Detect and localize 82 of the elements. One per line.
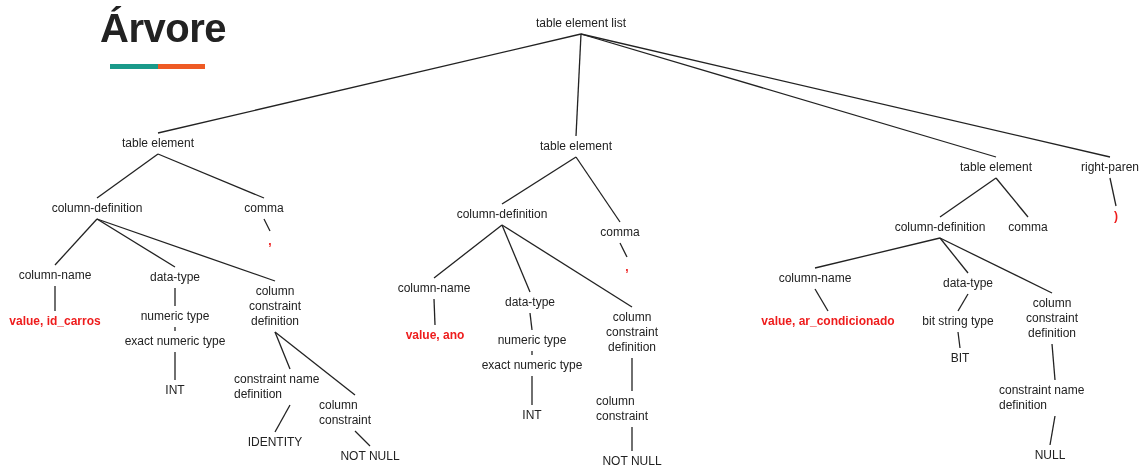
tree-branch [580,33,1111,158]
title: Árvore [100,6,226,51]
tree-branch [1109,177,1117,207]
tree-branch [174,351,176,381]
tree-node-label: exact numeric type [124,334,226,349]
tree-node-label: column-definition [51,201,143,216]
tree-node-label: numeric type [140,309,210,324]
tree-branch [274,404,291,433]
tree-node-label: table element [960,160,1032,175]
tree-node-label: column-name [778,271,852,286]
tree-branch [939,237,969,274]
tree-branch [531,375,533,406]
tree-node-label: column constraint [319,398,391,428]
tree-branch [1049,415,1056,446]
tree-branch [96,218,276,282]
tree-node-label: NOT NULL [602,454,662,468]
tree-node-label: data-type [150,270,200,285]
tree-node-label: IDENTITY [247,435,303,450]
tree-branch [957,293,969,312]
terminal-value: value, id_carros [9,314,101,329]
tree-branch [274,331,291,370]
tree-node-label: right-paren [1081,160,1139,175]
tree-branch [501,224,633,308]
tree-branch [631,426,633,452]
tree-branch [531,350,533,356]
tree-branch [501,224,531,293]
tree-node-label: comma [244,201,284,216]
tree-node-label: comma [1008,220,1048,235]
tree-node-label: INT [165,383,185,398]
tree-node-label: data-type [943,276,993,291]
tree-branch [354,430,371,447]
tree-branch [631,357,633,392]
tree-branch [575,33,582,137]
tree-branch [157,153,265,199]
tree-branch [957,331,961,349]
tree-node-label: column-name [397,281,471,296]
tree-node-label: column-name [18,268,92,283]
tree-branch [433,298,436,326]
tree-node-label: table element list [536,16,626,31]
tree-branch [54,218,98,266]
tree-node-label: INT [522,408,542,423]
tree-node-label: column-definition [894,220,986,235]
tree-branch [263,218,271,232]
tree-branch [54,285,56,312]
tree-node-label: exact numeric type [481,358,583,373]
tree-branch [619,242,628,258]
tree-branch [274,331,356,396]
tree-branch [939,177,997,218]
tree-node-label: column-definition [456,207,548,222]
tree-branch [995,177,1029,218]
terminal-value: , [625,260,629,275]
tree-branch [939,237,1053,294]
tree-node-label: column constraint definition [597,310,667,355]
tree-branch [174,287,176,307]
tree-branch [529,312,533,331]
tree-node-label: NULL [1034,448,1066,463]
tree-node-label: bit string type [922,314,994,329]
tree-node-label: column constraint definition [240,284,310,329]
terminal-value: value, ar_condicionado [761,314,895,329]
tree-node-label: column constraint definition [1017,296,1087,341]
tree-node-label: table element [122,136,194,151]
tree-branch [501,156,577,205]
tree-node-label: column constraint [596,394,668,424]
terminal-value: value, ano [405,328,465,343]
tree-branch [1051,343,1056,381]
tree-node-label: table element [540,139,612,154]
tree-branch [157,33,582,134]
tree-branch [96,218,176,268]
tree-node-label: numeric type [497,333,567,348]
tree-branch [96,153,159,199]
tree-branch [814,237,941,269]
tree-branch [174,326,176,332]
tree-branch [433,224,503,279]
tree-node-label: NOT NULL [340,449,400,464]
tree-branch [575,156,621,223]
tree-branch [814,288,829,312]
terminal-value: , [268,234,272,249]
tree-node-label: BIT [950,351,970,366]
tree-node-label: constraint name definition [999,383,1111,413]
tree-node-label: data-type [505,295,555,310]
terminal-value: ) [1114,209,1118,224]
tree-node-label: comma [600,225,640,240]
